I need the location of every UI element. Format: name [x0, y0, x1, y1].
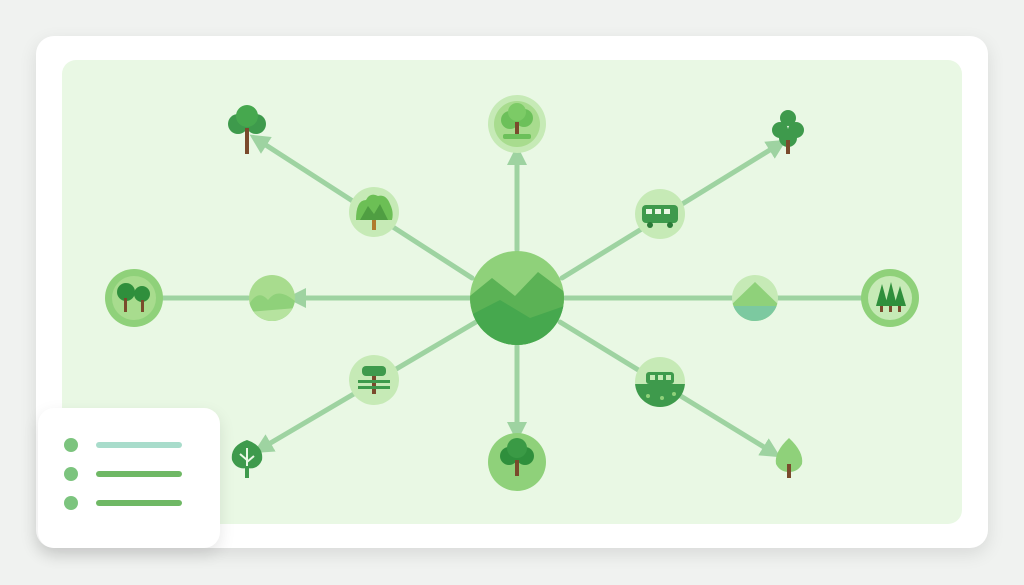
node-upper-left[interactable] [349, 187, 399, 237]
bus-field-icon [635, 372, 685, 407]
forest-icon [876, 282, 906, 312]
endpoint-far-right[interactable] [861, 269, 919, 327]
bus-icon [642, 205, 678, 228]
node-lower-right[interactable] [635, 357, 685, 409]
node-right[interactable] [730, 275, 780, 322]
tree-fence-icon [358, 366, 390, 394]
endpoint-far-bottom-right [775, 438, 803, 478]
legend-item [64, 496, 214, 510]
node-upper-right[interactable] [635, 189, 685, 239]
forest-icon [117, 283, 150, 312]
node-bottom[interactable] [488, 433, 546, 491]
hills-icon [249, 293, 295, 321]
node-top[interactable] [488, 95, 546, 153]
branching-tree-icon [231, 440, 263, 478]
round-tree-icon [228, 105, 266, 154]
endpoint-far-left[interactable] [105, 269, 163, 327]
legend-panel [38, 408, 220, 548]
legend-item [64, 438, 214, 452]
pine-tree-icon [772, 110, 804, 154]
endpoint-far-bottom-left [231, 440, 263, 478]
node-lower-left[interactable] [349, 355, 399, 405]
legend-line [96, 442, 182, 448]
hub-node[interactable] [465, 251, 570, 350]
legend-dot [64, 467, 78, 481]
tree-icon [501, 103, 533, 139]
legend-line [96, 471, 182, 477]
leaf-tree-icon [775, 438, 803, 478]
node-left[interactable] [248, 275, 296, 322]
legend-item [64, 467, 214, 481]
bush-icon [356, 194, 393, 230]
legend-dot [64, 496, 78, 510]
endpoint-far-top-right [772, 110, 804, 154]
endpoint-far-top-left [228, 105, 266, 154]
tree-icon [500, 438, 534, 476]
legend-dot [64, 438, 78, 452]
legend-line [96, 500, 182, 506]
